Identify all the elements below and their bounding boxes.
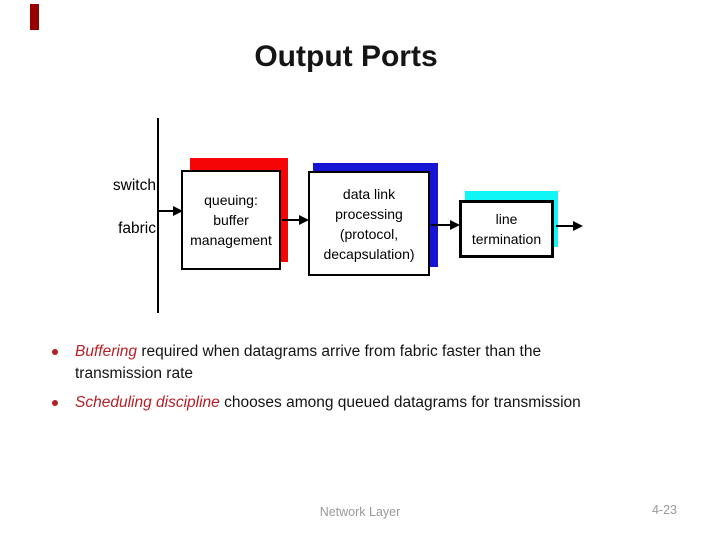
bullet-item-buffering: Buffering required when datagrams arrive… [47,341,632,384]
bullet-item-scheduling: Scheduling discipline chooses among queu… [47,392,632,414]
footer-label: Network Layer [319,505,401,519]
datalink-box: data link processing (protocol, decapsul… [308,171,430,276]
bullet-list: Buffering required when datagrams arrive… [47,341,632,414]
switch-fabric-label-line2: fabric [118,220,156,237]
arrow-output [556,221,583,231]
page-title: Output Ports [254,40,438,73]
arrow-head-icon [173,206,183,216]
arrow-datalink-to-linetermination [431,220,460,230]
box-text-line: data link [342,185,396,202]
bullet-lead-term: Scheduling discipline [75,394,220,411]
arrow-head-icon [573,221,583,231]
page-number: 4-23 [651,503,677,517]
box-text-line: buffer [213,212,249,228]
bullet-rest-text: chooses among queued datagrams for trans… [219,394,581,411]
arrow-fabric-to-queuing [157,206,183,216]
box-text-line: management [190,232,272,248]
bullet-icon [52,400,58,406]
box-text-line: processing [335,205,403,222]
bullet-text: Buffering required when datagrams arrive… [75,343,541,382]
box-text-line: termination [471,231,542,247]
switch-fabric-label-line1: switch [112,177,156,194]
line-termination-box: line termination [459,200,554,258]
bullet-lead-term: Buffering [75,343,138,360]
arrow-head-icon [299,215,309,225]
accent-bar [30,4,39,30]
box-text-line: (protocol, [339,225,399,242]
bullet-icon [52,349,58,355]
arrow-head-icon [450,220,460,230]
box-text-line: queuing: [204,192,258,208]
arrow-shaft [556,224,573,228]
arrow-shaft [431,223,450,227]
switch-fabric-line [157,118,159,313]
arrow-queuing-to-datalink [282,215,309,225]
arrow-shaft [157,209,173,213]
queuing-box: queuing: buffer management [181,170,281,270]
box-text-line: decapsulation) [323,245,415,262]
bullet-text: Scheduling discipline chooses among queu… [75,394,581,411]
arrow-shaft [282,218,299,222]
box-text-line: line [495,211,518,227]
bullet-rest-text: required when datagrams arrive from fabr… [75,343,542,382]
